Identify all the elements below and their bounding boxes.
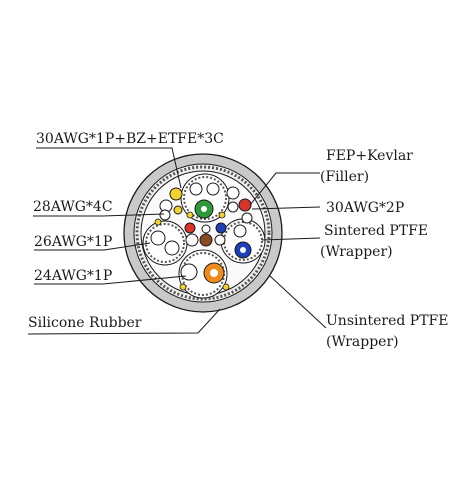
label-sintered-wrapper: (Wrapper) (320, 244, 393, 260)
leader-silicone-rubber (27, 308, 221, 335)
conductors-28awg-4c (159, 187, 183, 221)
leader-fep-kevlar (249, 172, 320, 206)
label-26awg-1p: 26AWG*1P (34, 234, 112, 250)
label-filler: (Filler) (320, 169, 369, 185)
labels: 30AWG*1P+BZ+ETFE*3C 28AWG*4C 26AWG*1P 24… (28, 131, 449, 350)
fep-kevlar-filler (154, 211, 230, 291)
leader-lines (27, 147, 327, 335)
leader-unsintered-ptfe (269, 275, 327, 329)
bundle-24awg-1p (178, 249, 228, 299)
leader-28awg-4c (33, 213, 165, 217)
label-sintered-ptfe: Sintered PTFE (324, 223, 428, 239)
label-fep-kevlar: FEP+Kevlar (326, 148, 413, 164)
braid-shield-outer (135, 165, 271, 301)
conductors-30awg-2p (226, 186, 253, 224)
label-30awg-1p-bz-etfe-3c: 30AWG*1P+BZ+ETFE*3C (36, 131, 224, 147)
center-conductors (184, 222, 227, 247)
leader-sintered-ptfe (261, 237, 321, 241)
bundle-26awg-1p-right (220, 218, 266, 264)
label-24awg-1p: 24AWG*1P (34, 268, 112, 284)
label-unsintered-wrapper: (Wrapper) (326, 334, 399, 350)
leader-24awg-1p (34, 275, 187, 285)
label-28awg-4c: 28AWG*4C (33, 199, 113, 215)
leader-30awg-2p (251, 206, 321, 210)
label-silicone-rubber: Silicone Rubber (28, 315, 142, 331)
label-30awg-2p: 30AWG*2P (326, 200, 404, 216)
label-unsintered-ptfe: Unsintered PTFE (326, 313, 449, 329)
cable-cross-section (123, 153, 283, 313)
leader-26awg-1p (34, 242, 151, 251)
leader-30awg-1p-bz (36, 147, 182, 189)
